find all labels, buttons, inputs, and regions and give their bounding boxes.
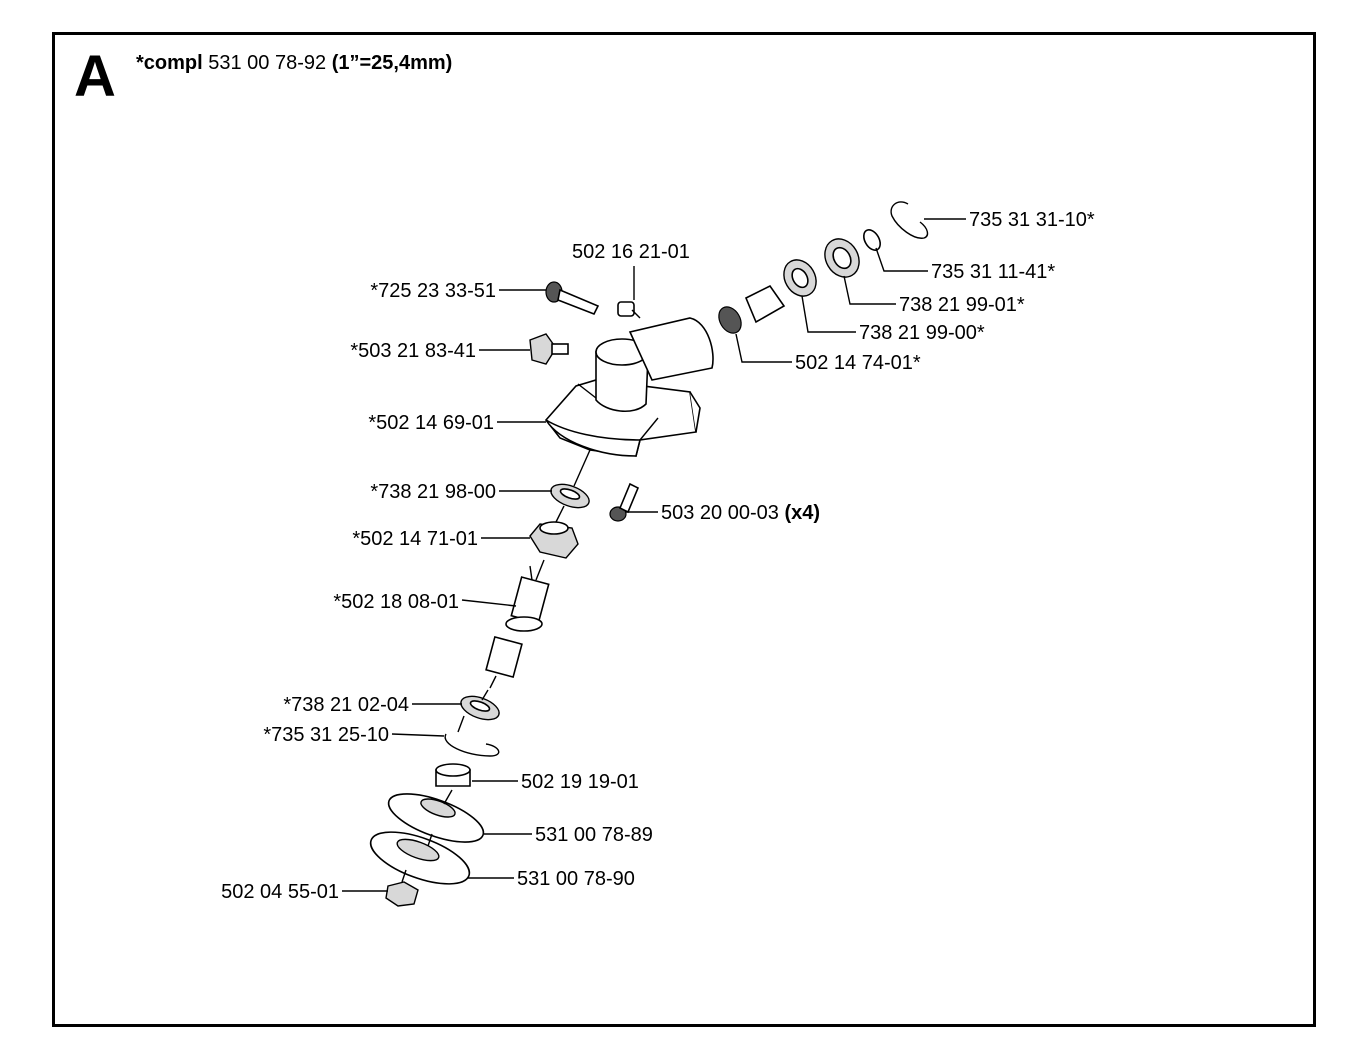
part-labels: 735 31 31-10* 735 31 11-41* 738 21 99-01…	[221, 209, 1095, 903]
part-label-support-flange: 531 00 78-90	[517, 868, 635, 890]
part-label-circlip-small: 735 31 11-41*	[931, 261, 1055, 283]
part-label-spacer: 502 19 19-01	[521, 771, 639, 793]
part-label-gear-housing: *502 14 69-01	[368, 412, 494, 434]
part-label-nut: 502 04 55-01	[221, 881, 339, 903]
part-label-pinion-gear: 502 14 74-01*	[795, 352, 921, 374]
assembly-part-number: 531 00 78-92	[208, 52, 327, 74]
part-label-circlip-lower: *735 31 25-10	[263, 724, 389, 746]
support-cup-drawing	[387, 793, 485, 843]
support-flange-drawing	[369, 831, 471, 885]
compl-label: *compl	[136, 52, 203, 74]
part-label-bearing-lower: *738 21 02-04	[283, 694, 409, 716]
plug-screw-drawing	[529, 333, 569, 365]
bearing-upper-drawing	[550, 483, 590, 509]
cover-screw-drawing	[609, 482, 640, 522]
circlip-lower-drawing	[444, 733, 500, 757]
gear-housing-drawing	[544, 317, 714, 457]
cover-screw-number: 503 20 00-03	[661, 502, 779, 524]
assembly-header: *compl 531 00 78-92 (1”=25,4mm)	[136, 52, 452, 75]
bearing-lower-drawing	[460, 695, 500, 721]
part-label-bearing-outer: 738 21 99-01*	[899, 294, 1025, 316]
nut-drawing	[385, 881, 419, 907]
part-label-output-shaft: *502 18 08-01	[333, 591, 459, 613]
assembly-axis-lines	[401, 417, 659, 883]
part-label-plug-screw: *503 21 83-41	[350, 340, 476, 362]
part-label-bearing-upper: *738 21 98-00	[370, 481, 496, 503]
bearing-outer-drawing	[824, 238, 860, 278]
part-label-bevel-gear: *502 14 71-01	[352, 528, 478, 550]
bevel-gear-drawing	[529, 521, 579, 559]
circlip-top-drawing	[890, 201, 929, 239]
spacer-drawing	[435, 763, 471, 787]
stop-screw-drawing	[617, 301, 641, 319]
scale-note: (1”=25,4mm)	[331, 52, 453, 74]
part-label-bearing-inner: 738 21 99-00*	[859, 322, 985, 344]
part-label-stop-screw: 502 16 21-01	[572, 241, 690, 263]
clamp-screw-drawing	[545, 281, 600, 316]
bearing-inner-drawing	[783, 259, 817, 297]
part-label-circlip-top: 735 31 31-10*	[969, 209, 1095, 231]
part-label-clamp-screw: *725 23 33-51	[370, 280, 496, 302]
part-label-support-cup: 531 00 78-89	[535, 824, 653, 846]
circlip-small-drawing	[863, 229, 881, 251]
cover-screw-qty: (x4)	[784, 502, 820, 524]
section-letter: A	[74, 44, 116, 109]
part-label-cover-screw: 503 20 00-03 (x4)	[661, 502, 820, 524]
leader-lines	[342, 218, 966, 892]
output-shaft-drawing	[485, 565, 550, 689]
diagram-frame	[52, 32, 1316, 1027]
pinion-gear-drawing	[718, 284, 786, 334]
